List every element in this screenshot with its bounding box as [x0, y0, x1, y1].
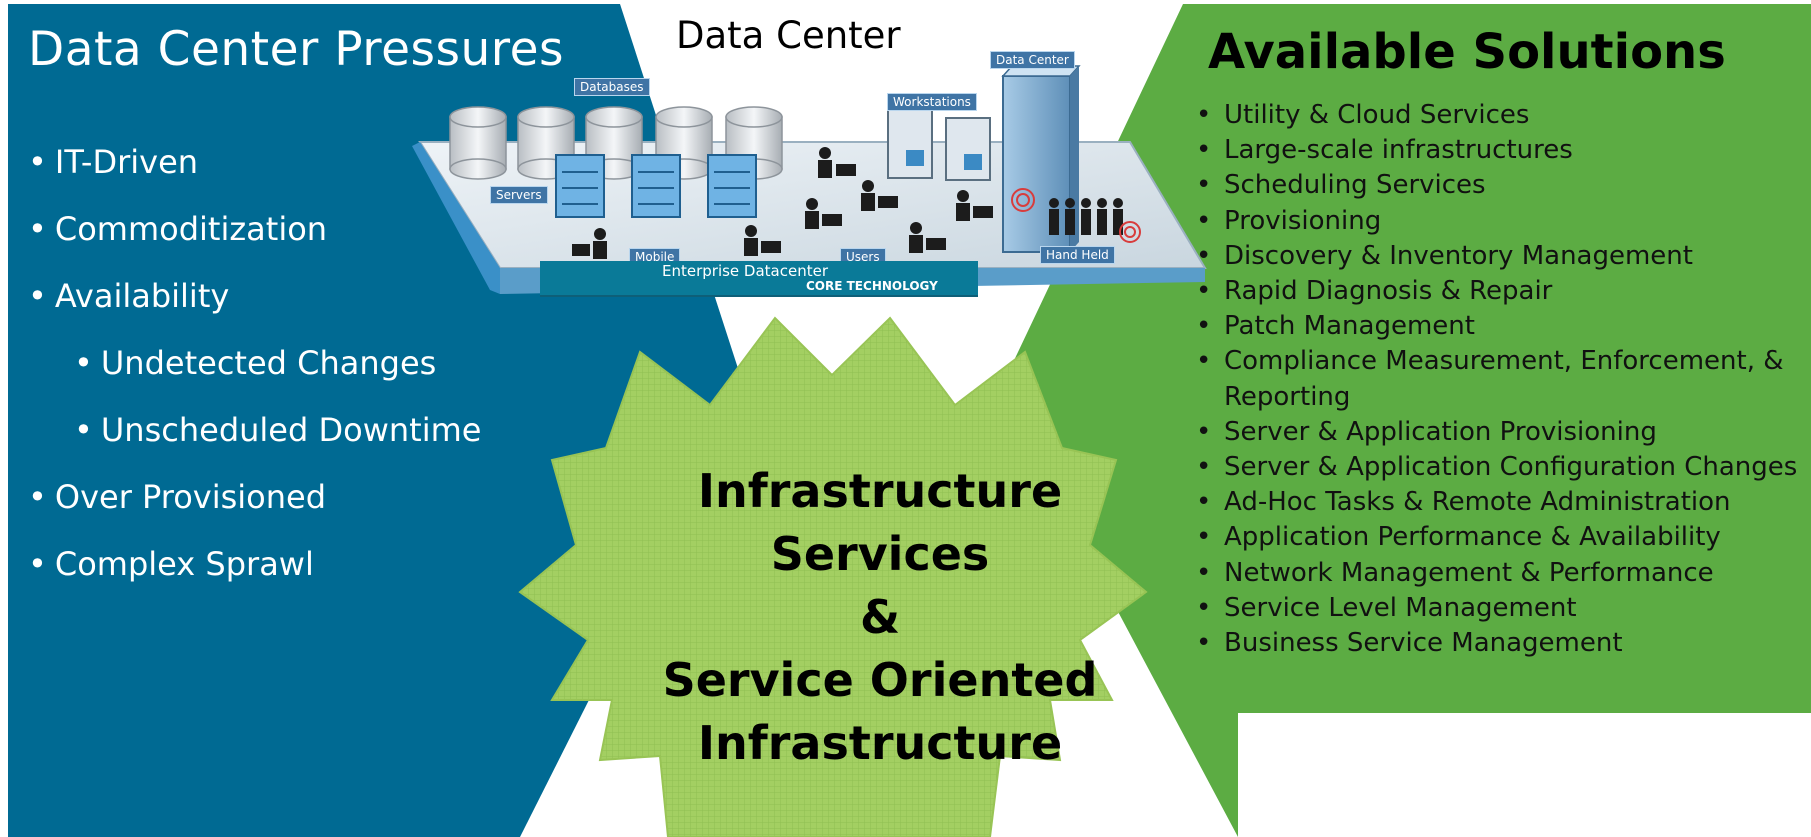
- solution-item: Provisioning: [1192, 204, 1811, 239]
- solution-item: Patch Management: [1192, 309, 1811, 344]
- solution-item: Server & Application Provisioning: [1192, 415, 1811, 450]
- hand-held-tag: Hand Held: [1040, 246, 1115, 264]
- solution-item: Discovery & Inventory Management: [1192, 239, 1811, 274]
- center-starburst: [518, 316, 1148, 837]
- center-line: &: [859, 590, 901, 644]
- pressure-item: Complex Sprawl: [28, 534, 481, 601]
- solution-item: Application Performance & Availability: [1192, 520, 1811, 555]
- pressure-item: Availability: [28, 266, 481, 333]
- solution-item: Scheduling Services: [1192, 168, 1811, 203]
- datacenter-title: Data Center: [676, 14, 901, 57]
- core-technology-label: CORE TECHNOLOGY: [806, 279, 938, 293]
- enterprise-label: Enterprise Datacenter: [662, 262, 829, 280]
- solutions-list: Utility & Cloud Services Large-scale inf…: [1192, 98, 1811, 661]
- pressure-subitem: Unscheduled Downtime: [28, 400, 482, 467]
- center-label: Infrastructure Services & Service Orient…: [620, 460, 1140, 775]
- solution-item: Compliance Measurement, Enforcement, & R…: [1192, 344, 1811, 414]
- solution-item: Utility & Cloud Services: [1192, 98, 1811, 133]
- signal-icons: [1011, 188, 1141, 243]
- databases-tag: Databases: [574, 78, 650, 96]
- center-line: Services: [770, 527, 990, 581]
- workstations-tag: Workstations: [887, 93, 977, 111]
- pressure-subitem: Undetected Changes: [28, 333, 481, 400]
- solution-item: Server & Application Configuration Chang…: [1192, 450, 1811, 485]
- center-line: Infrastructure: [697, 716, 1063, 770]
- pressure-item: IT-Driven: [28, 132, 481, 199]
- pressure-item: Commoditization: [28, 199, 481, 266]
- solution-item: Service Level Management: [1192, 591, 1811, 626]
- center-line: Infrastructure: [697, 464, 1063, 518]
- solutions-title: Available Solutions: [1208, 24, 1726, 80]
- solution-item: Rapid Diagnosis & Repair: [1192, 274, 1811, 309]
- servers-tag: Servers: [490, 186, 548, 204]
- pressures-title: Data Center Pressures: [28, 22, 564, 77]
- center-line: Service Oriented: [662, 653, 1098, 707]
- solution-item: Network Management & Performance: [1192, 556, 1811, 591]
- data-center-tag: Data Center: [990, 51, 1075, 69]
- pressure-item: Over Provisioned: [28, 467, 481, 534]
- hand-held-crowd: [1049, 198, 1123, 235]
- pressures-list: IT-Driven Commoditization Availability U…: [28, 132, 482, 601]
- solution-item: Large-scale infrastructures: [1192, 133, 1811, 168]
- solution-item: Ad-Hoc Tasks & Remote Administration: [1192, 485, 1811, 520]
- enterprise-bar: [540, 261, 978, 297]
- server-racks: [555, 154, 757, 218]
- solution-item: Business Service Management: [1192, 626, 1811, 661]
- user-figures: [572, 147, 993, 259]
